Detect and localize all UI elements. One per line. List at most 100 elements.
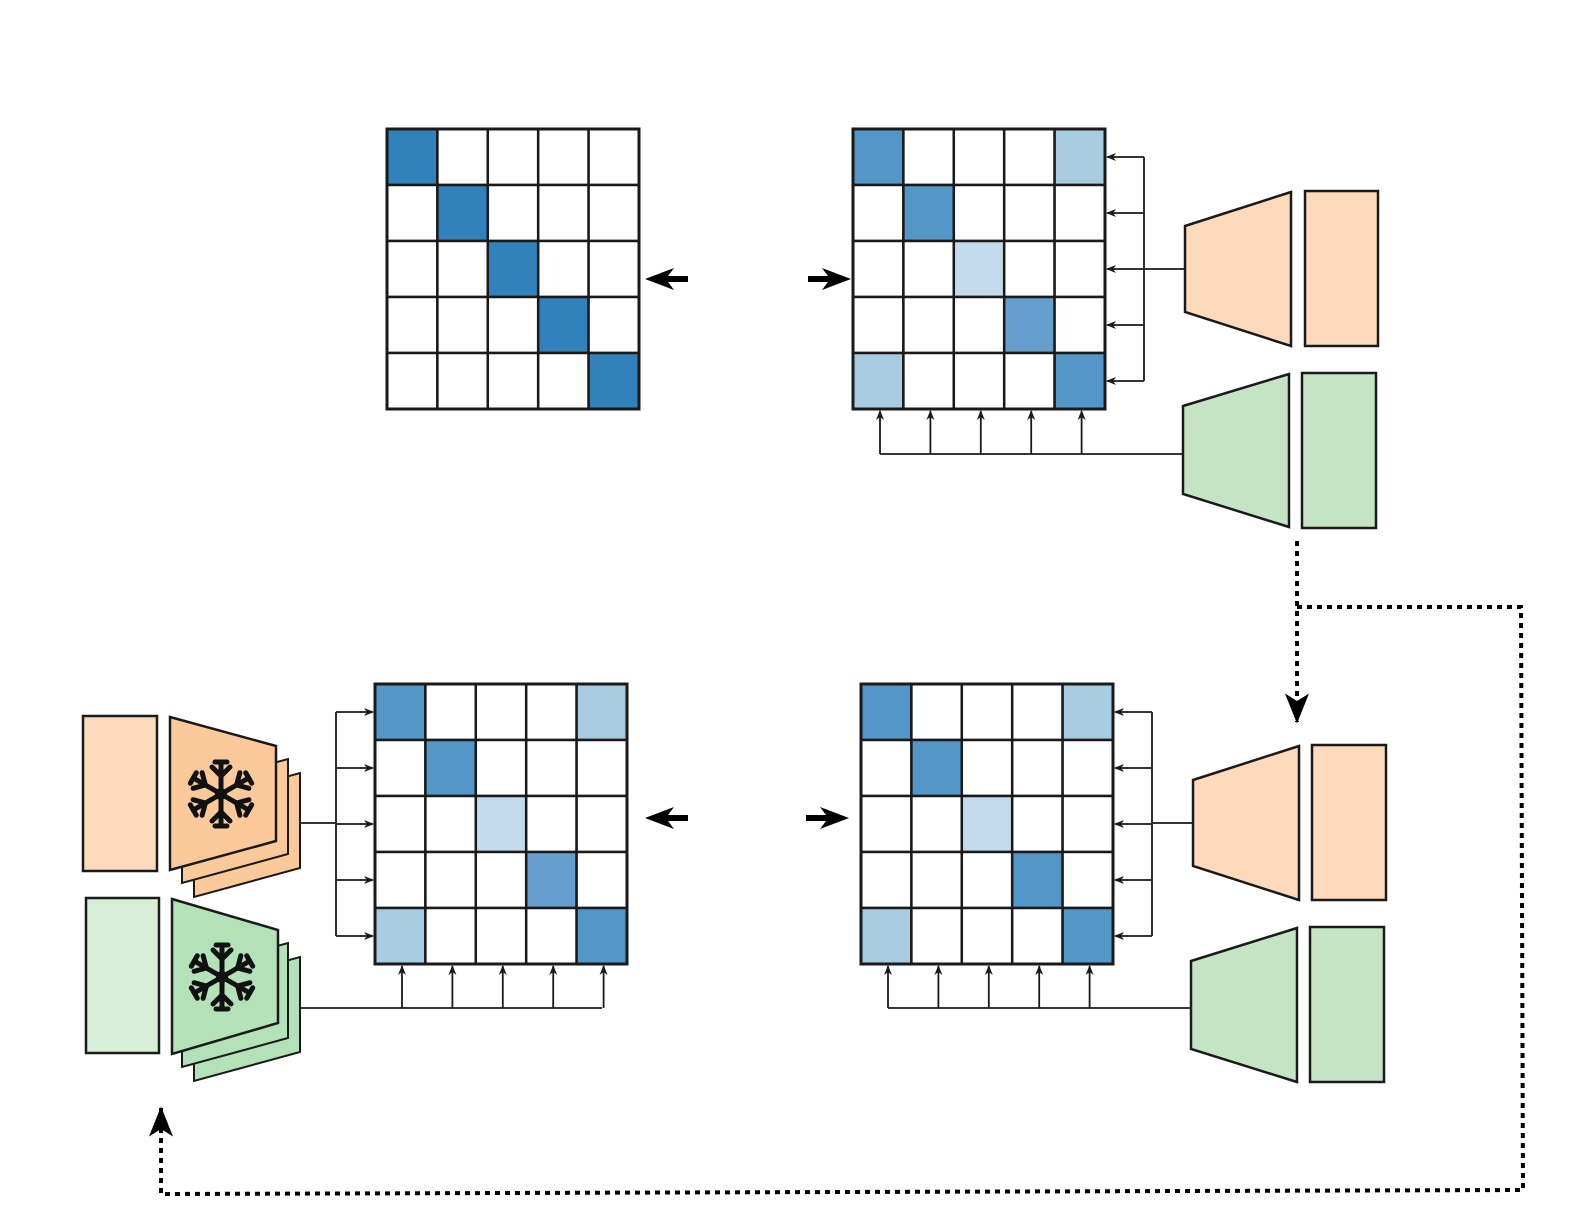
- orange-frozen-encoder-stack: [168, 715, 301, 899]
- matrix-cell: [1002, 351, 1056, 411]
- matrix-cell: [486, 183, 540, 243]
- matrix-cell: [575, 682, 629, 742]
- matrix-cell: [424, 738, 478, 798]
- matrix-cell: [952, 239, 1006, 299]
- matrix-cell: [436, 239, 490, 299]
- matrix-cell: [859, 794, 913, 854]
- matrix-cell: [1053, 239, 1107, 299]
- matrix-cell: [474, 794, 528, 854]
- matrix-cell: [851, 183, 905, 243]
- matrix-cell: [587, 127, 641, 187]
- matrix-cell: [536, 351, 590, 411]
- matrix-cell: [1010, 682, 1064, 742]
- matrix-cell: [486, 127, 540, 187]
- matrix-cell: [536, 183, 590, 243]
- matrix-cell: [474, 906, 528, 966]
- matrix-cell: [524, 794, 578, 854]
- matrix-cell: [524, 682, 578, 742]
- column-embedding-connectors-top: [876, 410, 1183, 455]
- matrix-cell: [1053, 183, 1107, 243]
- matrix-cell: [960, 794, 1014, 854]
- matrix-cell: [373, 682, 427, 742]
- matrix-cell: [1002, 127, 1056, 187]
- matrix-cell: [385, 239, 439, 299]
- matrix-cell: [1002, 295, 1056, 355]
- matrix-cell: [385, 351, 439, 411]
- row-embedding-connectors-top: [1106, 153, 1185, 385]
- matrix-cell: [910, 906, 964, 966]
- matrix-cell: [902, 351, 956, 411]
- matrix-cell: [1010, 906, 1064, 966]
- matrix-cell: [902, 183, 956, 243]
- matrix-cell: [910, 850, 964, 910]
- arrow-into-similarity-matrix-top: [808, 268, 851, 290]
- matrix-cell: [910, 738, 964, 798]
- green-encoder-top: [1181, 372, 1291, 529]
- matrix-cell: [587, 295, 641, 355]
- matrix-cell: [436, 183, 490, 243]
- matrix-cell: [436, 127, 490, 187]
- orange-input-block-top: [1303, 189, 1380, 348]
- matrix-cell: [373, 850, 427, 910]
- matrix-cell: [524, 850, 578, 910]
- matrix-cell: [524, 906, 578, 966]
- column-embedding-connectors-bottom-right: [884, 965, 1191, 1009]
- matrix-cell: [1061, 738, 1115, 798]
- matrix-border: [851, 127, 1107, 411]
- matrix-cell: [851, 295, 905, 355]
- matrix-cell: [910, 682, 964, 742]
- matrix-cell: [385, 295, 439, 355]
- matrix-cell: [859, 738, 913, 798]
- green-input-block-bottom-right: [1308, 925, 1386, 1084]
- orange-encoder-top: [1183, 190, 1293, 348]
- matrix-cell: [859, 682, 913, 742]
- matrix-cell: [373, 794, 427, 854]
- matrix-cell: [1010, 794, 1064, 854]
- column-embedding-connectors-bottom-left: [300, 965, 608, 1009]
- matrix-cell: [486, 351, 540, 411]
- matrix-cell: [587, 351, 641, 411]
- matrix-cell: [1010, 850, 1064, 910]
- arrow-into-target-matrix: [645, 268, 688, 290]
- matrix-cell: [851, 127, 905, 187]
- matrix-cell: [486, 239, 540, 299]
- arrow-into-similarity-matrix-bottom-left: [645, 807, 688, 829]
- matrix-cell: [1061, 850, 1115, 910]
- matrix-cell: [385, 183, 439, 243]
- matrix-cell: [474, 738, 528, 798]
- matrix-cell: [960, 738, 1014, 798]
- matrix-cell: [902, 295, 956, 355]
- matrix-cell: [474, 850, 528, 910]
- matrix-cell: [424, 906, 478, 966]
- matrix-cell: [373, 738, 427, 798]
- similarity-matrix-bottom-right: [859, 682, 1115, 966]
- matrix-cell: [960, 850, 1014, 910]
- orange-encoder-bottom-right: [1191, 744, 1301, 902]
- matrix-cell: [575, 738, 629, 798]
- matrix-cell: [385, 127, 439, 187]
- matrix-cell: [524, 738, 578, 798]
- matrix-cell: [1053, 127, 1107, 187]
- matrix-cell: [575, 794, 629, 854]
- target-matrix: [385, 127, 641, 411]
- matrix-cell: [424, 850, 478, 910]
- matrix-cell: [587, 183, 641, 243]
- matrix-cell: [1002, 183, 1056, 243]
- matrix-cell: [587, 239, 641, 299]
- matrix-cell: [902, 127, 956, 187]
- matrix-cell: [424, 794, 478, 854]
- matrix-cell: [952, 183, 1006, 243]
- matrix-cell: [436, 351, 490, 411]
- matrix-cell: [1053, 295, 1107, 355]
- matrix-cell: [536, 239, 590, 299]
- matrix-cell: [486, 295, 540, 355]
- matrix-cell: [952, 351, 1006, 411]
- arrow-into-similarity-matrix-bottom-right: [806, 807, 849, 829]
- matrix-cell: [575, 906, 629, 966]
- row-embedding-connectors-bottom-left: [300, 708, 374, 940]
- matrix-cell: [424, 682, 478, 742]
- matrix-cell: [1061, 794, 1115, 854]
- matrix-border: [373, 682, 629, 966]
- matrix-cell: [1010, 738, 1064, 798]
